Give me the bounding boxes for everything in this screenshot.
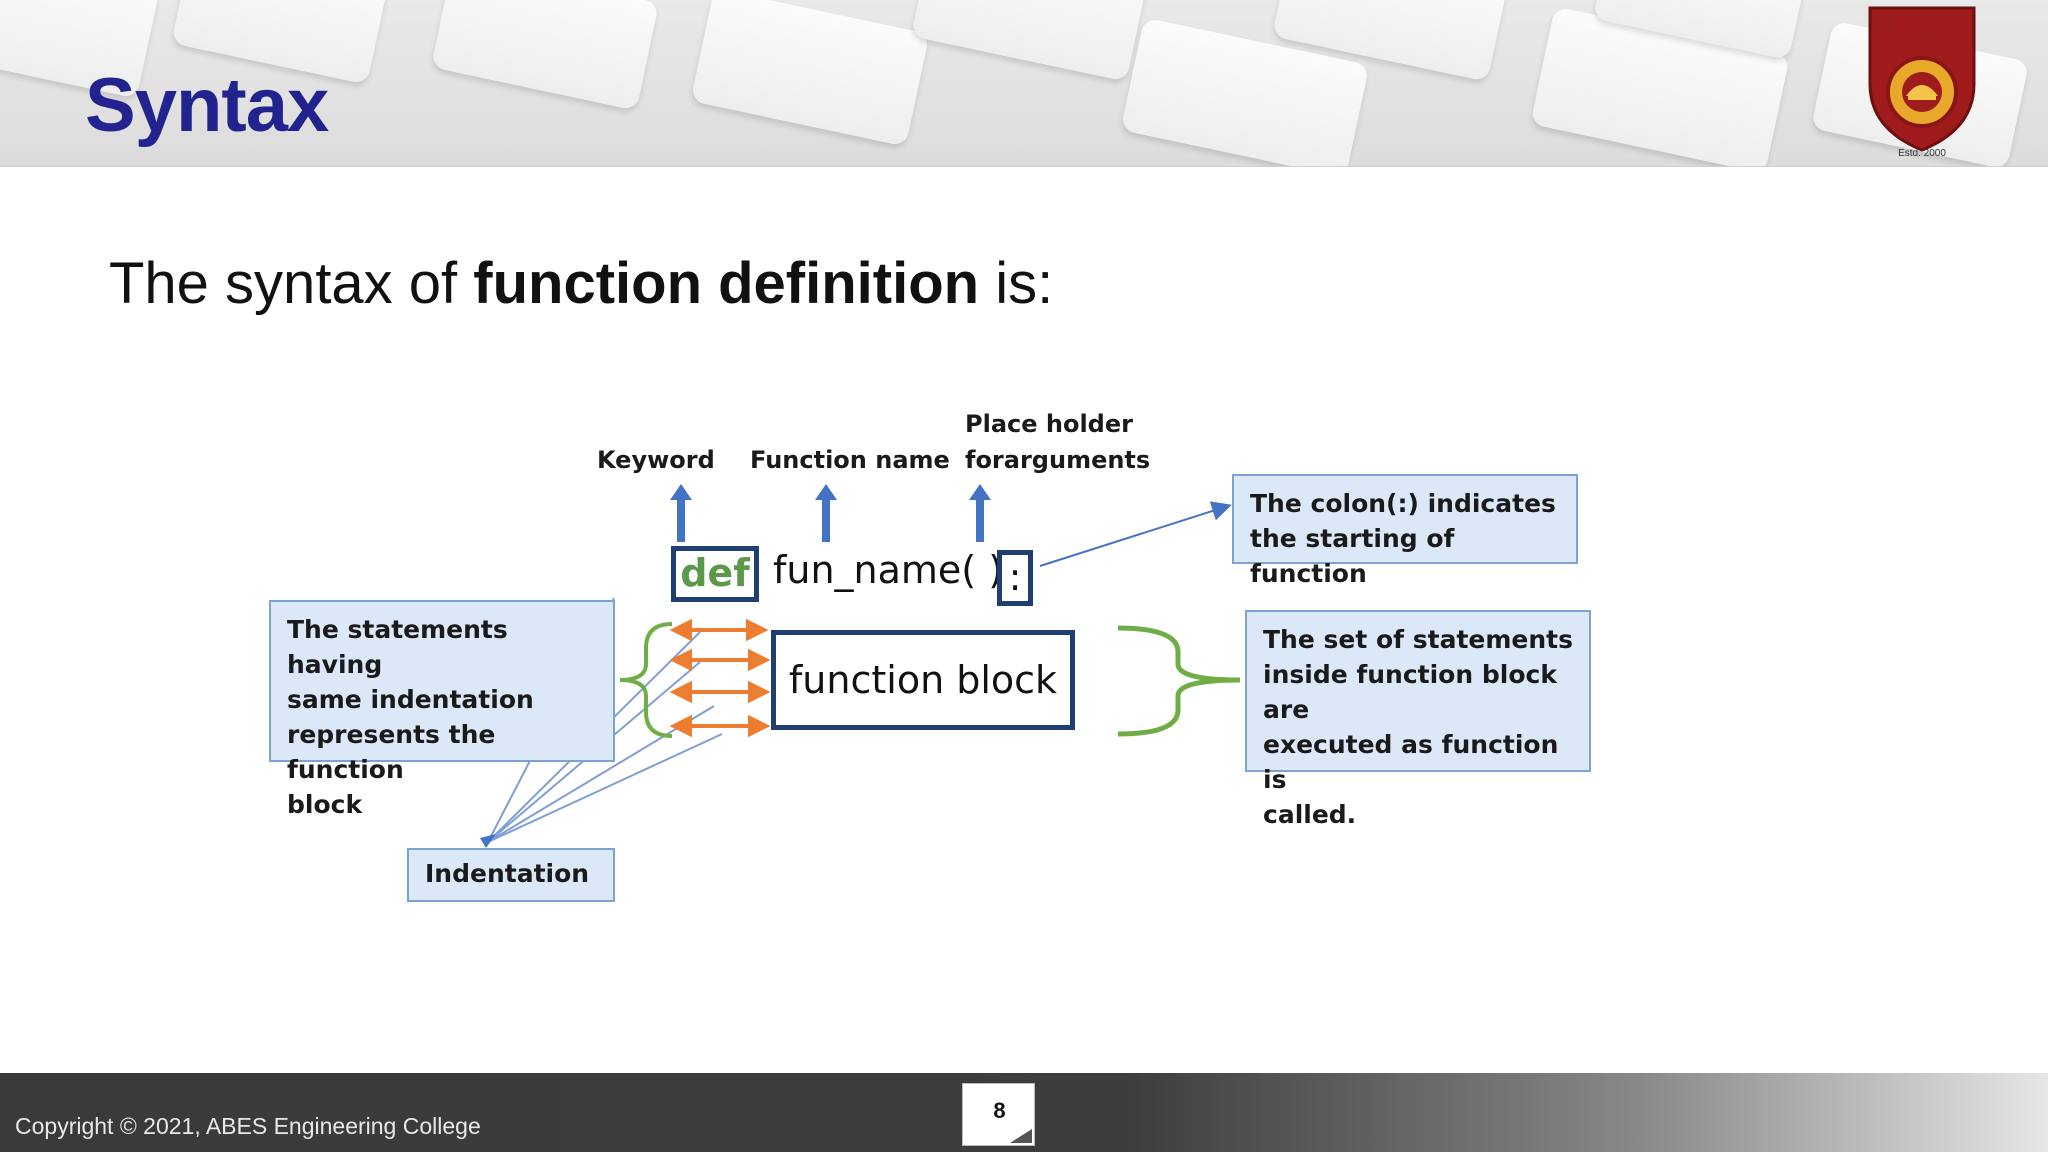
logo-text: ABES	[1875, 7, 1969, 47]
colon-note-line: The colon(:) indicates	[1250, 489, 1556, 518]
slide-title: Syntax	[85, 63, 329, 148]
set-note-box: The set of statements inside function bl…	[1245, 610, 1591, 829]
subtitle-bold: function definition	[473, 251, 980, 316]
logo-est-text: Estd. 2000	[1898, 148, 1946, 159]
indent-note-line: block	[287, 790, 363, 819]
indent-note-line: The statements having	[287, 615, 508, 679]
abes-logo: ABES Estd. 2000	[1866, 4, 1978, 159]
copyright-text: Copyright © 2021, ABES Engineering Colle…	[15, 1113, 481, 1139]
page-number-box: 8	[962, 1083, 1035, 1146]
set-note-line: The set of statements	[1263, 625, 1573, 654]
slide-subtitle: The syntax of function definition is:	[109, 250, 1053, 317]
function-block-box: function block	[771, 630, 1075, 730]
placeholder-label-line2: forarguments	[965, 446, 1151, 474]
page-number: 8	[993, 1098, 1006, 1123]
keyword-label: Keyword	[597, 446, 715, 474]
colon-box: :	[997, 550, 1033, 606]
colon-note-line: the starting of function	[1250, 524, 1455, 588]
shield-emblem-icon	[1868, 6, 1976, 152]
colon-note-box: The colon(:) indicates the starting of f…	[1232, 474, 1578, 588]
function-name-text: fun_name( )	[773, 548, 1004, 592]
page-corner-icon	[1010, 1129, 1032, 1143]
placeholder-label-line1: Place holder	[965, 410, 1133, 438]
indent-note-line: same indentation	[287, 685, 534, 714]
subtitle-pre: The syntax of	[109, 251, 474, 316]
set-note-line: executed as function is	[1263, 730, 1559, 794]
indentation-box: Indentation	[407, 848, 615, 902]
def-keyword-box: def	[671, 546, 759, 602]
function-name-label: Function name	[750, 446, 950, 474]
indent-note-box: The statements having same indentation r…	[269, 600, 615, 819]
indent-note-line: represents the function	[287, 720, 496, 784]
header-banner: Syntax ABES Estd. 2000	[0, 0, 2048, 167]
set-note-line: inside function block are	[1263, 660, 1557, 724]
subtitle-post: is:	[979, 251, 1054, 316]
set-note-line: called.	[1263, 800, 1357, 829]
